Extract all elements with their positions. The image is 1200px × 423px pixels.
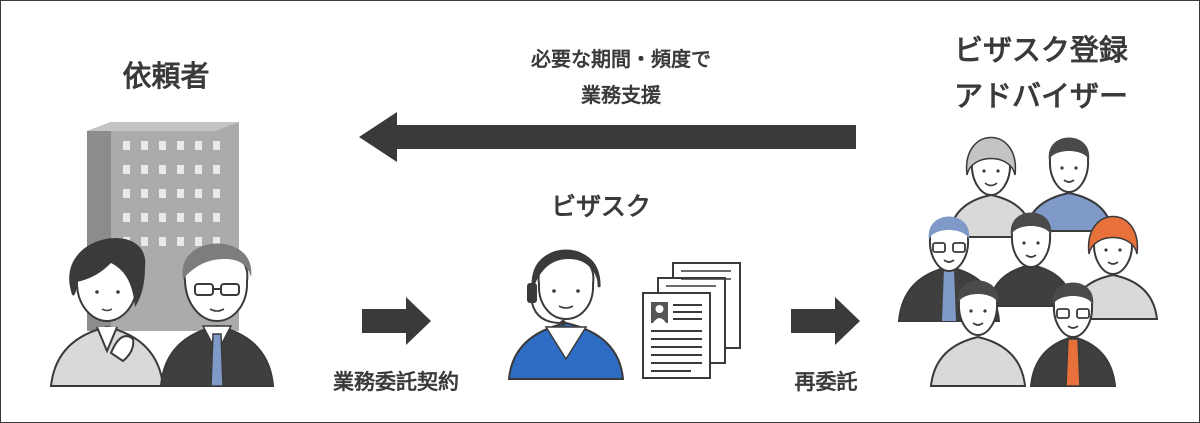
top-message-line2: 業務支援 [581, 83, 661, 107]
contract-arrow-icon [362, 297, 431, 345]
recontract-arrow-icon [791, 297, 860, 345]
contract-label: 業務委託契約 [333, 370, 459, 394]
adviser-group-icon [897, 136, 1159, 387]
recontract-label: 再委託 [794, 370, 858, 394]
operator-icon [507, 249, 625, 380]
client-man-icon [159, 243, 275, 387]
client-woman-icon [49, 237, 165, 387]
top-message: 必要な期間・頻度で 業務支援 [471, 41, 771, 113]
advisers-label-line2: アドバイザー [953, 79, 1128, 113]
support-arrow-icon [359, 112, 856, 162]
resume-documents-icon [642, 262, 741, 379]
center-label: ビザスク [551, 192, 651, 221]
top-message-line1: 必要な期間・頻度で [531, 47, 711, 71]
advisers-label-line1: ビザスク登録 [954, 33, 1128, 67]
client-label: 依頼者 [122, 59, 210, 93]
advisers-label: ビザスク登録 アドバイザー [926, 27, 1156, 119]
